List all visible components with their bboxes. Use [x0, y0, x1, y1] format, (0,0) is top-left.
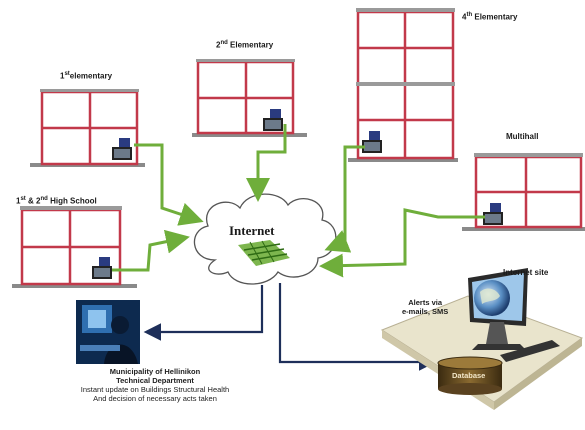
- label-ordinal: 2: [216, 40, 221, 50]
- building-4th-elementary: [348, 8, 458, 162]
- label-high-school: 1st & 2nd High School: [16, 196, 97, 206]
- database-icon: [437, 356, 503, 395]
- computer-icon: [362, 131, 382, 153]
- server-icon: [238, 240, 290, 266]
- internet-cloud: [193, 193, 337, 285]
- arrow-multihall: [319, 208, 485, 278]
- label-ordinal-suffix: nd: [40, 196, 48, 202]
- arrow-high-school: [112, 229, 190, 272]
- municipality-desc-1: Instant update on Buildings Structural H…: [80, 385, 230, 394]
- arrow-to-database: [278, 283, 437, 371]
- label-4th-elementary: 4th Elementary: [462, 12, 518, 22]
- label-internet-site: Internet site: [503, 268, 549, 277]
- label-ordinal-suffix: st: [64, 71, 70, 77]
- computer-icon: [483, 203, 503, 225]
- label-1st-elementary: 1stelementary: [60, 71, 112, 81]
- building-2nd-elementary: [192, 59, 307, 137]
- computer-icon: [112, 138, 132, 160]
- municipality-desc-2: And decision of necessary acts taken: [93, 394, 217, 403]
- municipality-name: Municipality of Hellinikon: [109, 367, 201, 376]
- label-multihall: Multihall: [506, 132, 539, 141]
- label-ordinal: 4: [462, 12, 467, 22]
- arrow-2nd-elementary: [246, 124, 287, 202]
- arrow-4th-elementary: [324, 145, 365, 253]
- municipality-photo: [76, 300, 140, 364]
- label-ordinal-suffix: nd: [220, 40, 228, 46]
- label-internet: Internet: [229, 223, 275, 238]
- label-ordinal: 1: [16, 196, 21, 206]
- label-alerts-line2: e-mails, SMS: [402, 307, 449, 316]
- building-multihall: [462, 153, 585, 231]
- computer-icon: [263, 109, 283, 131]
- building-high-school: [12, 206, 137, 288]
- arrow-to-municipality: [143, 285, 264, 341]
- label-database: Database: [452, 371, 486, 380]
- label-text: Elementary: [230, 40, 274, 50]
- arrow-1st-elementary: [134, 143, 204, 226]
- label-alerts: Alerts via e-mails, SMS: [402, 298, 448, 316]
- label-alerts-line1: Alerts via: [408, 298, 443, 307]
- label-2nd-elementary: 2nd Elementary: [216, 40, 273, 50]
- label-ordinal: 1: [60, 71, 65, 81]
- label-ordinal-suffix: th: [466, 12, 473, 18]
- navy-connection-arrows: [143, 283, 437, 371]
- label-conjunction: & 2: [28, 196, 41, 206]
- green-connection-arrows: [112, 124, 485, 278]
- label-text: Elementary: [474, 12, 518, 22]
- municipality-caption: Municipality of Hellinikon Technical Dep…: [70, 367, 240, 403]
- label-text: High School: [50, 196, 97, 206]
- label-ordinal-suffix: st: [20, 196, 26, 202]
- monitor-icon: [468, 268, 528, 350]
- computer-icon: [92, 257, 112, 279]
- municipality-department: Technical Department: [116, 376, 194, 385]
- keyboard-icon: [500, 340, 560, 362]
- label-text: elementary: [69, 71, 113, 81]
